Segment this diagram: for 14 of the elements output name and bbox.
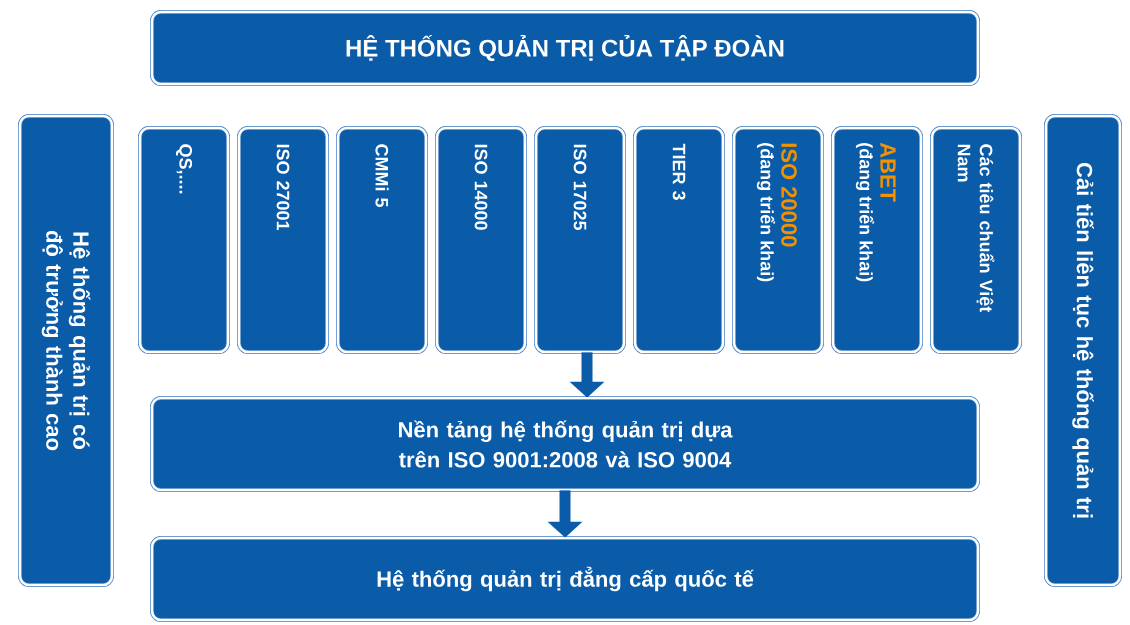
side-panel: Cải tiến liên tục hệ thống quản trị (1044, 114, 1122, 587)
level-box: Nền tảng hệ thống quản trị dựa trên ISO 9001:2008 và ISO 9004 (150, 396, 980, 492)
standard-box: ISO 14000 (435, 126, 527, 354)
side-panel: Hệ thống quản trị có độ trưởng thành cao (18, 114, 114, 587)
standard-box: ISO 27001 (237, 126, 329, 354)
title-banner: HỆ THỐNG QUẢN TRỊ CỦA TẬP ĐOÀN (150, 10, 980, 86)
standard-box: TIER 3 (633, 126, 725, 354)
standard-box: Các tiêu chuẩn Việt Nam (930, 126, 1022, 354)
standard-box: ABET (đang triển khai) (831, 126, 923, 354)
standard-box: CMMi 5 (336, 126, 428, 354)
standard-box: ISO 20000 (đang triển khai) (732, 126, 824, 354)
level-box: Hệ thống quản trị đẳng cấp quốc tế (150, 536, 980, 622)
standard-box: QS,.... (138, 126, 230, 354)
standard-box: ISO 17025 (534, 126, 626, 354)
